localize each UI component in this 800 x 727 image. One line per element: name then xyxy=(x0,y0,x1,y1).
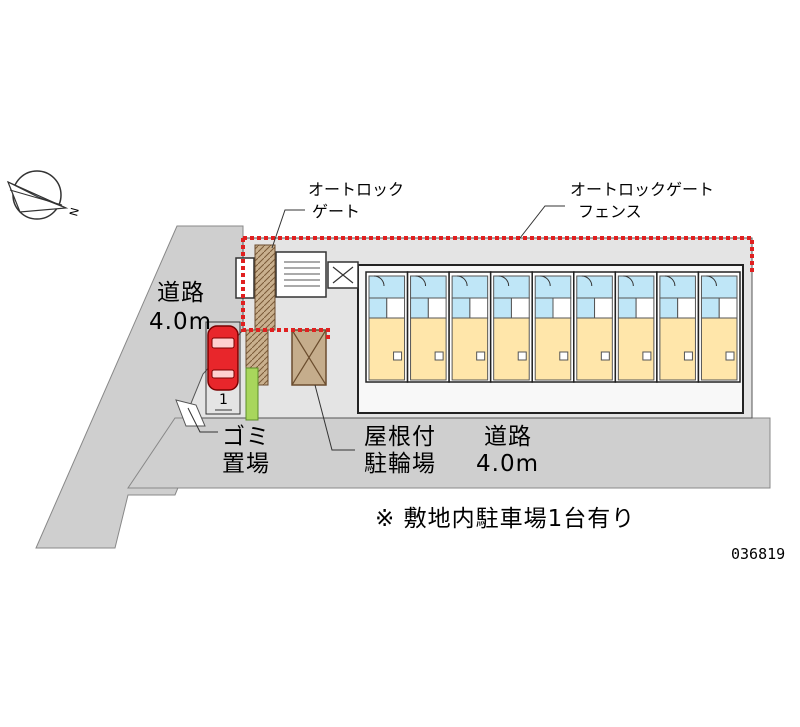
unit-storage xyxy=(559,351,569,361)
unit-bath xyxy=(700,297,720,319)
compass-north-letter: N xyxy=(67,206,82,217)
apartment-units xyxy=(365,271,741,383)
unit-room xyxy=(368,317,406,381)
unit-storage xyxy=(642,351,652,361)
parking-space xyxy=(205,321,241,415)
unit-kitchen xyxy=(469,297,489,319)
unit-storage xyxy=(476,351,486,361)
bicycle-parking-label: 屋根付 駐輪場 xyxy=(364,424,436,477)
unit-room xyxy=(617,317,655,381)
leader-garbage xyxy=(187,407,218,433)
unit-room xyxy=(493,317,530,381)
car-icon xyxy=(207,325,239,391)
unit-entry xyxy=(659,275,696,299)
leader-gate xyxy=(271,209,305,249)
unit-entry xyxy=(576,275,613,299)
unit-kitchen xyxy=(386,297,406,319)
leader-bike xyxy=(314,384,355,451)
unit-bath xyxy=(617,297,637,319)
unit-kitchen xyxy=(718,297,738,319)
unit-kitchen xyxy=(552,297,572,319)
unit-storage xyxy=(393,351,403,361)
green-strip xyxy=(245,367,259,421)
unit-bath xyxy=(368,297,388,319)
unit-door-swing xyxy=(498,275,510,287)
unit-bath xyxy=(534,297,554,319)
unit-door-swing xyxy=(540,275,551,287)
road-west-label: 道路 4.0m xyxy=(149,280,212,335)
stair-steps xyxy=(284,261,320,287)
unit-entry xyxy=(534,275,572,299)
leader-gate-fence xyxy=(519,205,565,239)
unit-room xyxy=(659,317,696,381)
unit-storage xyxy=(434,351,444,361)
garbage-area-label: ゴミ 置場 xyxy=(222,424,270,477)
unit-door-swing xyxy=(373,275,385,287)
autolock-gate-label: オートロック ゲート xyxy=(308,180,405,221)
unit-bath xyxy=(451,297,471,319)
unit-room xyxy=(451,317,489,381)
unit-door-swing xyxy=(415,275,427,287)
unit-storage xyxy=(683,351,693,361)
compass-arrow-icon xyxy=(6,170,69,220)
unit-bath xyxy=(576,297,596,319)
parking-space-number: 1 xyxy=(219,392,228,408)
unit-entry xyxy=(410,275,447,299)
property-code: 036819 xyxy=(731,545,786,563)
unit-door-swing xyxy=(664,275,676,287)
autolock-fence-line xyxy=(243,236,754,272)
unit-storage xyxy=(600,351,610,361)
unit-bath xyxy=(493,297,512,319)
corridor-x-mark xyxy=(332,266,354,284)
unit-door-swing xyxy=(623,275,634,287)
unit-door-swing xyxy=(706,275,717,287)
unit-kitchen xyxy=(510,297,530,319)
parking-note: ※ 敷地内駐車場1台有り xyxy=(375,506,636,532)
unit-door-swing xyxy=(581,275,593,287)
unit-entry xyxy=(493,275,530,299)
mailbox-block xyxy=(235,257,255,299)
unit-bath xyxy=(659,297,679,319)
autolock-fence-gate-line xyxy=(241,238,330,340)
unit-room xyxy=(534,317,572,381)
unit-room xyxy=(700,317,738,381)
unit-storage xyxy=(725,351,735,361)
unit-kitchen xyxy=(594,297,613,319)
unit-kitchen xyxy=(635,297,655,319)
unit-entry xyxy=(368,275,406,299)
unit-kitchen xyxy=(427,297,447,319)
autolock-gate-fence-label: オートロックゲート フェンス xyxy=(570,180,715,221)
unit-entry xyxy=(451,275,489,299)
unit-entry xyxy=(700,275,738,299)
unit-room xyxy=(576,317,613,381)
unit-bath xyxy=(410,297,429,319)
unit-door-swing xyxy=(457,275,468,287)
unit-room xyxy=(410,317,447,381)
road-south-label: 道路 4.0m xyxy=(476,424,539,477)
unit-kitchen xyxy=(677,297,696,319)
unit-entry xyxy=(617,275,655,299)
autolock-gate-strip xyxy=(254,244,276,331)
bicycle-parking-x xyxy=(291,329,327,386)
unit-storage xyxy=(517,351,527,361)
